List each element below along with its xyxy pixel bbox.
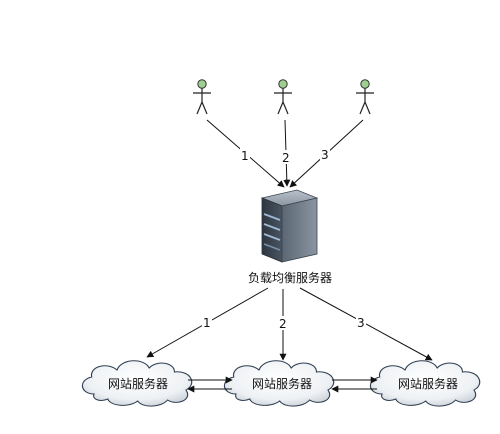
user-figure-3: [355, 79, 375, 115]
user-edge-label-2: 2: [282, 151, 290, 165]
web-server-label-3: 网站服务器: [398, 376, 458, 391]
web-server-label-1: 网站服务器: [108, 376, 168, 391]
server-edge-label-3: 3: [357, 316, 365, 330]
web-server-label-2: 网站服务器: [252, 376, 312, 391]
user-figure-2: [273, 79, 293, 115]
user-edge-label-1: 1: [241, 149, 249, 163]
load-balancer-server-icon: [260, 189, 319, 263]
server-edge-label-2: 2: [279, 317, 287, 331]
user-edge-label-3: 3: [321, 148, 329, 162]
load-balancer-label: 负载均衡服务器: [248, 270, 332, 285]
user-figure-1: [192, 79, 212, 115]
server-edge-label-1: 1: [203, 316, 211, 330]
